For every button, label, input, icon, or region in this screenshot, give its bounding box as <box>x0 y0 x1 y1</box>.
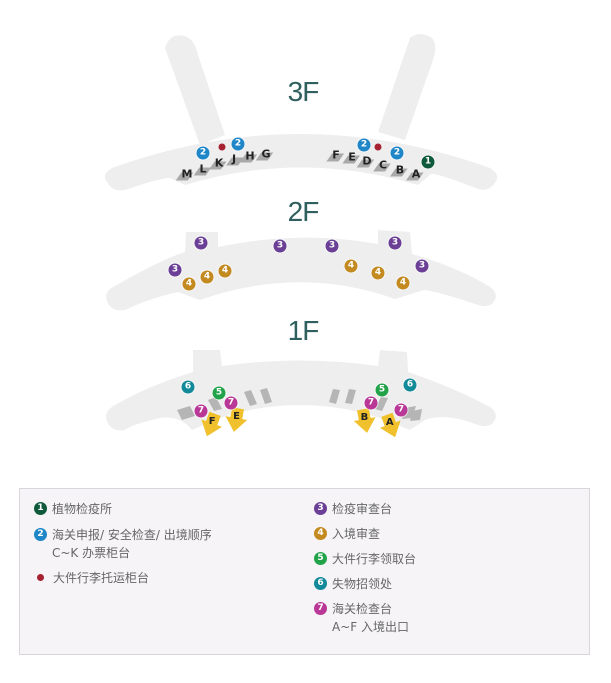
marker-4-icon: 4 <box>182 277 196 291</box>
marker-7-icon: 7 <box>364 396 378 410</box>
legend-label: 海关检查台 <box>332 602 393 616</box>
marker-3-icon: 3 <box>168 263 182 277</box>
floor-label-3f: 3F <box>287 76 320 107</box>
exit-arrow-f: F <box>197 410 226 440</box>
2f-concourse <box>106 230 496 311</box>
marker-7-icon: 7 <box>394 403 408 417</box>
checkin-counter-e: E <box>348 150 356 164</box>
legend-item-lost-and-found: 6 失物招领处 <box>314 575 392 593</box>
legend-label: 大件行李托运柜台 <box>53 571 150 585</box>
marker-2-icon: 2 <box>390 146 404 160</box>
legend-item-plant-quarantine: 1 植物检疫所 <box>34 500 112 518</box>
legend-label: 大件行李领取台 <box>332 552 417 566</box>
legend-sublabel: A~F 入境出口 <box>332 620 409 634</box>
3f-concourse <box>104 134 498 191</box>
checkin-counter-j: J <box>231 152 237 166</box>
marker-3-icon: 3 <box>194 236 208 250</box>
floor-shapes <box>104 34 498 431</box>
1f-counters <box>177 388 422 421</box>
checkin-counter-d: D <box>362 154 372 168</box>
3f-left-pier <box>165 35 225 146</box>
red-dot-icon <box>37 574 44 581</box>
legend-label: 入境审查 <box>332 527 381 541</box>
marker-5-icon: 5 <box>314 552 327 565</box>
legend-label: 植物检疫所 <box>52 502 113 516</box>
checkin-counter-c: C <box>378 158 388 172</box>
marker-1-icon: 1 <box>34 502 47 515</box>
marker-6-icon: 6 <box>314 577 327 590</box>
marker-3-icon: 3 <box>388 236 402 250</box>
marker-5-icon: 5 <box>212 386 226 400</box>
marker-3-icon: 3 <box>273 239 287 253</box>
marker-4-icon: 4 <box>218 264 232 278</box>
legend: 1 植物检疫所 2 海关申报/ 安全检查/ 出境顺序 C~K 办票柜台 大件行李… <box>19 488 590 655</box>
legend-item-customs-security: 2 海关申报/ 安全检查/ 出境顺序 C~K 办票柜台 <box>34 526 212 562</box>
floor-label-2f: 2F <box>287 196 320 227</box>
exit-arrow-b: B <box>352 407 378 434</box>
legend-item-oversize-baggage-claim: 5 大件行李领取台 <box>314 550 416 568</box>
legend-item-quarantine-inspection: 3 检疫审查台 <box>314 500 392 518</box>
marker-6-icon: 6 <box>181 380 195 394</box>
marker-2-icon: 2 <box>357 138 371 152</box>
marker-5-icon: 5 <box>375 383 389 397</box>
exit-arrow-a: A <box>377 411 406 441</box>
marker-4-icon: 4 <box>344 259 358 273</box>
marker-2-icon: 2 <box>34 528 47 541</box>
marker-4-icon: 4 <box>200 270 214 284</box>
marker-7-icon: 7 <box>314 602 327 615</box>
checkin-counter-k: K <box>214 156 224 170</box>
marker-1-icon: 1 <box>421 155 435 169</box>
legend-label: 失物招领处 <box>332 577 393 591</box>
checkin-counter-l: L <box>199 162 207 176</box>
legend-item-immigration: 4 入境审查 <box>314 525 380 543</box>
marker-3-icon: 3 <box>325 239 339 253</box>
legend-item-customs-inspection: 7 海关检查台 A~F 入境出口 <box>314 600 409 636</box>
exit-arrow-e: E <box>223 406 249 433</box>
red-dot-icon <box>374 143 382 151</box>
checkin-counter-h: H <box>245 149 255 163</box>
3f-right-pier <box>378 34 436 140</box>
legend-sublabel: C~K 办票柜台 <box>52 546 131 560</box>
marker-2-icon: 2 <box>196 146 210 160</box>
marker-2-icon: 2 <box>231 137 245 151</box>
1f-concourse <box>106 350 496 431</box>
red-dot-icon <box>218 143 226 151</box>
checkin-counter-f: F <box>332 148 340 162</box>
marker-4-icon: 4 <box>396 276 410 290</box>
marker-3-icon: 3 <box>314 502 327 515</box>
marker-3-icon: 3 <box>415 259 429 273</box>
floor-label-1f: 1F <box>287 315 320 346</box>
checkin-counter-m: M <box>181 167 193 181</box>
marker-4-icon: 4 <box>314 527 327 540</box>
marker-6-icon: 6 <box>403 378 417 392</box>
checkin-counter-b: B <box>395 163 405 177</box>
checkin-counter-a: A <box>411 167 421 181</box>
legend-item-oversize-baggage-checkin: 大件行李托运柜台 <box>34 569 149 587</box>
marker-7-icon: 7 <box>224 396 238 410</box>
legend-label: 检疫审查台 <box>332 502 393 516</box>
marker-7-icon: 7 <box>194 404 208 418</box>
checkin-counter-g: G <box>261 147 271 161</box>
legend-label: 海关申报/ 安全检查/ 出境顺序 <box>52 528 212 542</box>
marker-4-icon: 4 <box>371 266 385 280</box>
